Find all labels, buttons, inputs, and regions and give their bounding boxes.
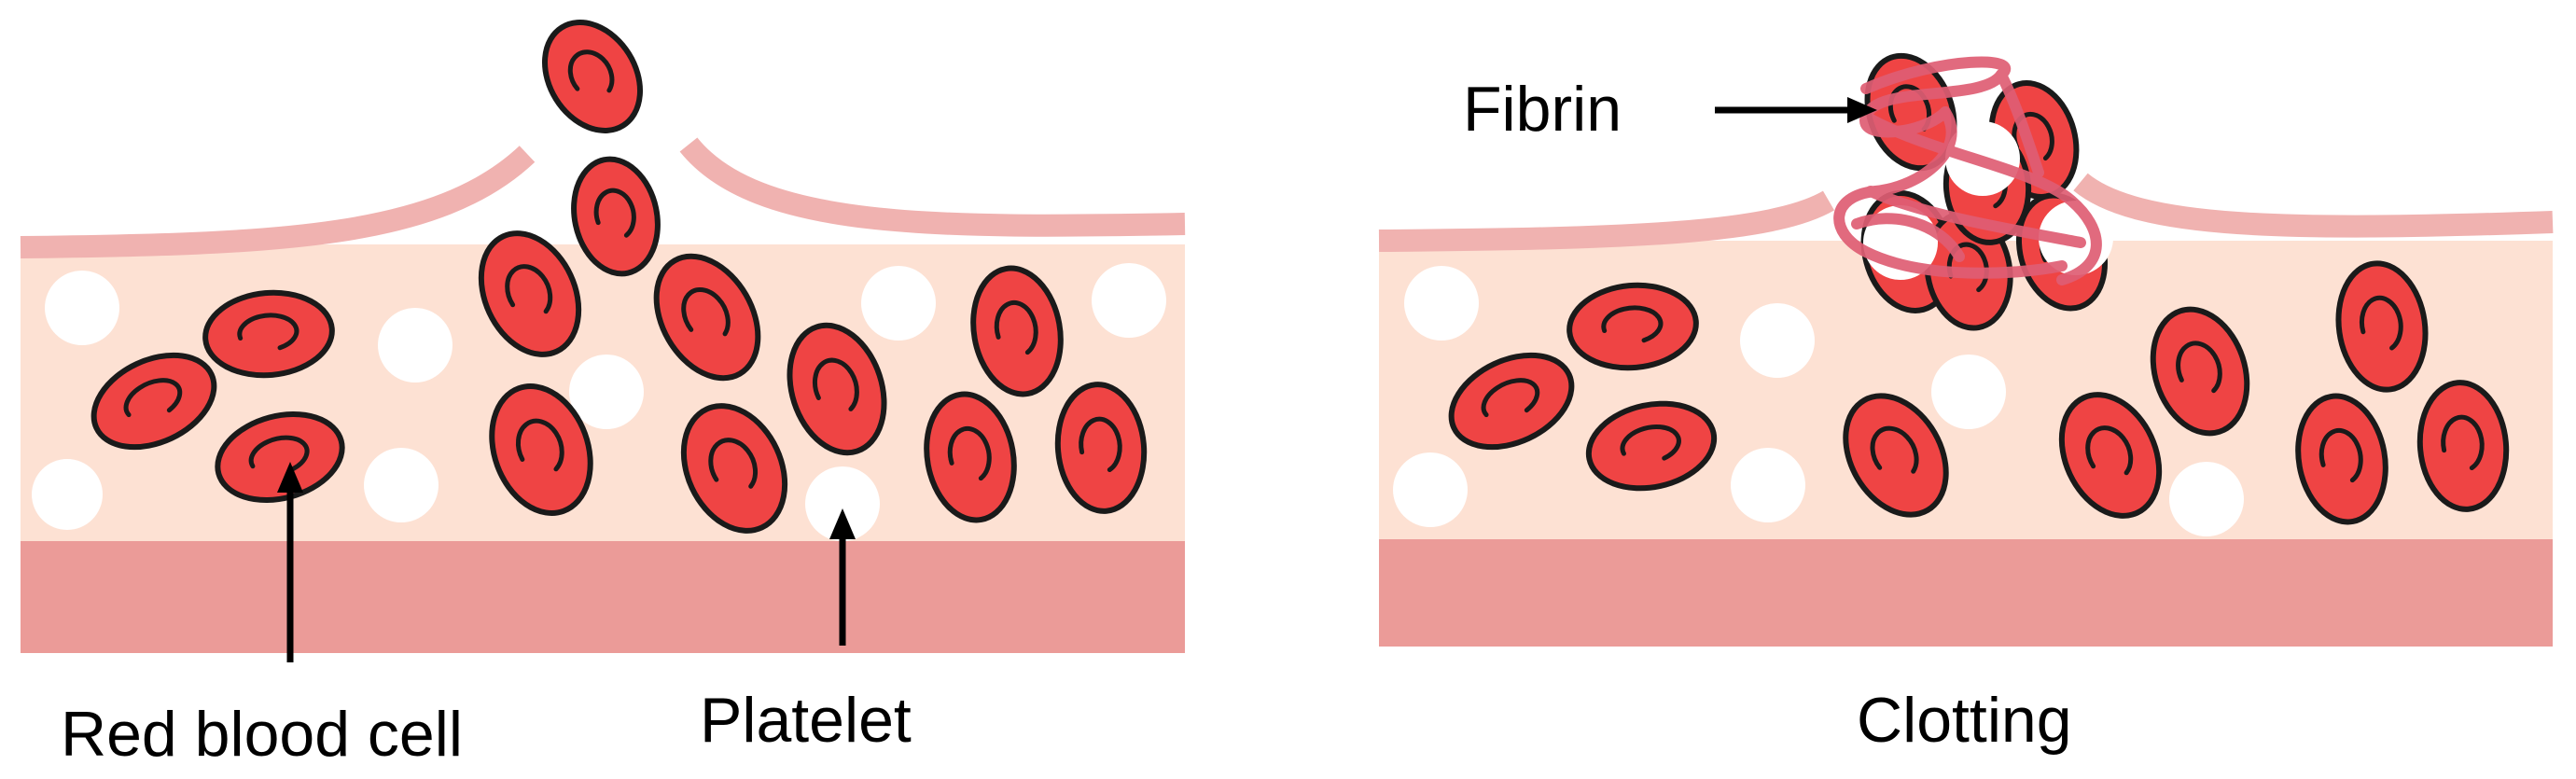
left-lining-left — [20, 146, 536, 258]
right-lining-left — [1378, 190, 1835, 252]
red-blood-cell — [541, 20, 644, 133]
label-fibrin: Fibrin — [1463, 74, 1622, 145]
arrows — [277, 97, 1877, 662]
platelet — [2169, 462, 2244, 536]
red-blood-cell — [1448, 352, 1575, 451]
left-platelets — [32, 263, 1166, 541]
arrow-platelet — [829, 508, 856, 646]
label-red-blood-cell: Red blood cell — [61, 699, 463, 770]
right-vessel-wall — [1379, 539, 2553, 647]
platelet — [805, 466, 880, 541]
red-blood-cell — [202, 289, 335, 379]
fibrin-mesh — [1833, 56, 2102, 285]
red-blood-cell — [1585, 400, 1718, 492]
red-blood-cell — [2295, 393, 2388, 525]
arrow-fibrin — [1715, 97, 1877, 123]
red-blood-cell — [1054, 382, 1148, 514]
platelet — [1404, 266, 1479, 341]
left-red-blood-cells — [91, 20, 1148, 534]
red-blood-cell — [2150, 306, 2250, 437]
right-red-blood-cells — [1448, 260, 2510, 525]
red-blood-cell — [1566, 282, 1699, 371]
red-blood-cell — [571, 156, 661, 277]
left-vessel-wall — [21, 541, 1185, 653]
red-blood-cell — [1843, 393, 1949, 518]
platelet — [1731, 448, 1805, 522]
platelet — [569, 355, 644, 429]
red-blood-cell — [489, 383, 593, 516]
left-lining-right — [679, 137, 1186, 237]
red-blood-cell — [2335, 260, 2429, 393]
red-blood-cell — [787, 322, 887, 456]
arrow-red-blood-cell — [277, 462, 303, 662]
platelet — [45, 271, 119, 345]
platelet — [1931, 355, 2006, 429]
platelet — [378, 308, 453, 383]
red-blood-cell — [653, 253, 761, 382]
right-panel — [1378, 52, 2554, 647]
platelet — [1740, 303, 1815, 378]
red-blood-cell — [478, 230, 582, 357]
red-blood-cell — [680, 403, 788, 534]
red-blood-cell — [2058, 392, 2163, 519]
label-platelet: Platelet — [700, 685, 912, 756]
label-clotting: Clotting — [1857, 685, 2072, 756]
platelet — [32, 459, 103, 530]
red-blood-cell — [91, 352, 217, 451]
left-panel — [20, 20, 1186, 653]
right-platelets — [1393, 266, 2244, 536]
red-blood-cell — [924, 391, 1017, 523]
red-blood-cell — [2416, 380, 2510, 512]
platelet — [364, 448, 439, 522]
platelet — [1393, 452, 1468, 527]
platelet — [1092, 263, 1166, 338]
platelet — [861, 266, 936, 341]
right-lining-right — [2073, 173, 2554, 238]
red-blood-cell — [970, 265, 1064, 397]
